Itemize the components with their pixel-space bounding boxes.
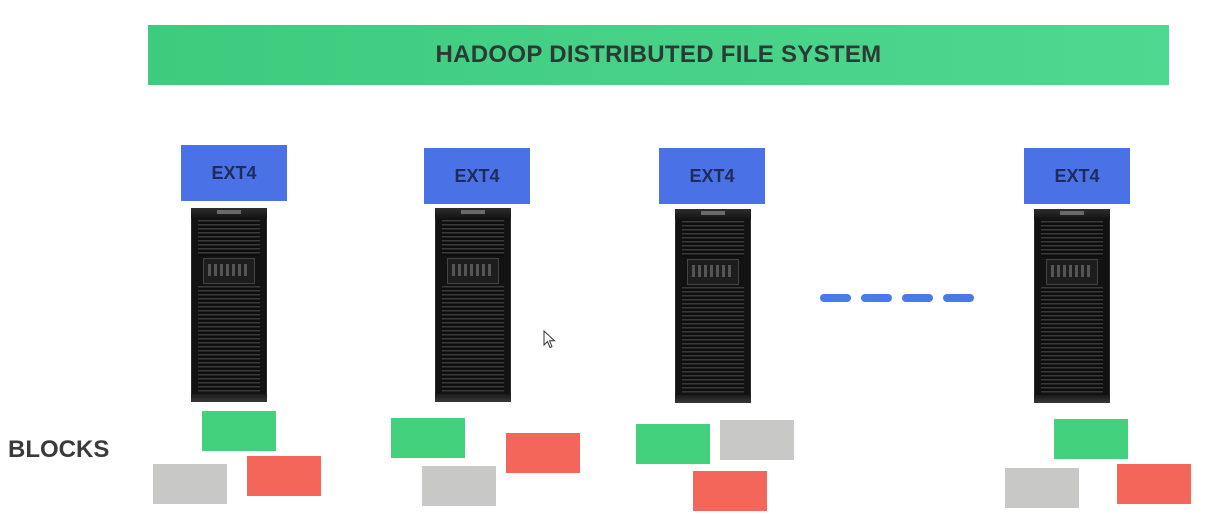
- block-red: [1117, 464, 1191, 504]
- block-green: [391, 418, 465, 458]
- block-gray: [422, 466, 496, 506]
- hdfs-banner: HADOOP DISTRIBUTED FILE SYSTEM: [148, 25, 1169, 85]
- node-2-fs-text: EXT4: [454, 165, 500, 186]
- blocks-label: BLOCKS: [8, 436, 110, 463]
- hdfs-title: HADOOP DISTRIBUTED FILE SYSTEM: [435, 41, 882, 68]
- node-1-server-icon: [191, 208, 267, 402]
- node-4-server-icon: [1034, 209, 1110, 403]
- node-3-fs-text: EXT4: [689, 165, 735, 186]
- ellipsis-dash: [902, 294, 933, 302]
- node-2-fs-label: EXT4: [424, 148, 530, 204]
- block-gray: [720, 420, 794, 460]
- block-gray: [153, 464, 227, 504]
- node-3-fs-label: EXT4: [659, 148, 765, 204]
- node-3-server-icon: [675, 209, 751, 403]
- block-green: [1054, 419, 1128, 459]
- block-red: [247, 456, 321, 496]
- ellipsis-dash: [820, 294, 851, 302]
- node-4-fs-label: EXT4: [1024, 148, 1130, 204]
- block-gray: [1005, 468, 1079, 508]
- block-green: [202, 411, 276, 451]
- node-1-fs-text: EXT4: [211, 162, 257, 183]
- ellipsis-dash: [861, 294, 892, 302]
- node-4-fs-text: EXT4: [1054, 165, 1100, 186]
- node-1-fs-label: EXT4: [181, 145, 287, 201]
- block-red: [693, 471, 767, 511]
- more-nodes-ellipsis: [820, 294, 974, 302]
- block-green: [636, 424, 710, 464]
- mouse-cursor-icon: [543, 330, 556, 349]
- ellipsis-dash: [943, 294, 974, 302]
- node-2-server-icon: [435, 208, 511, 402]
- block-red: [506, 433, 580, 473]
